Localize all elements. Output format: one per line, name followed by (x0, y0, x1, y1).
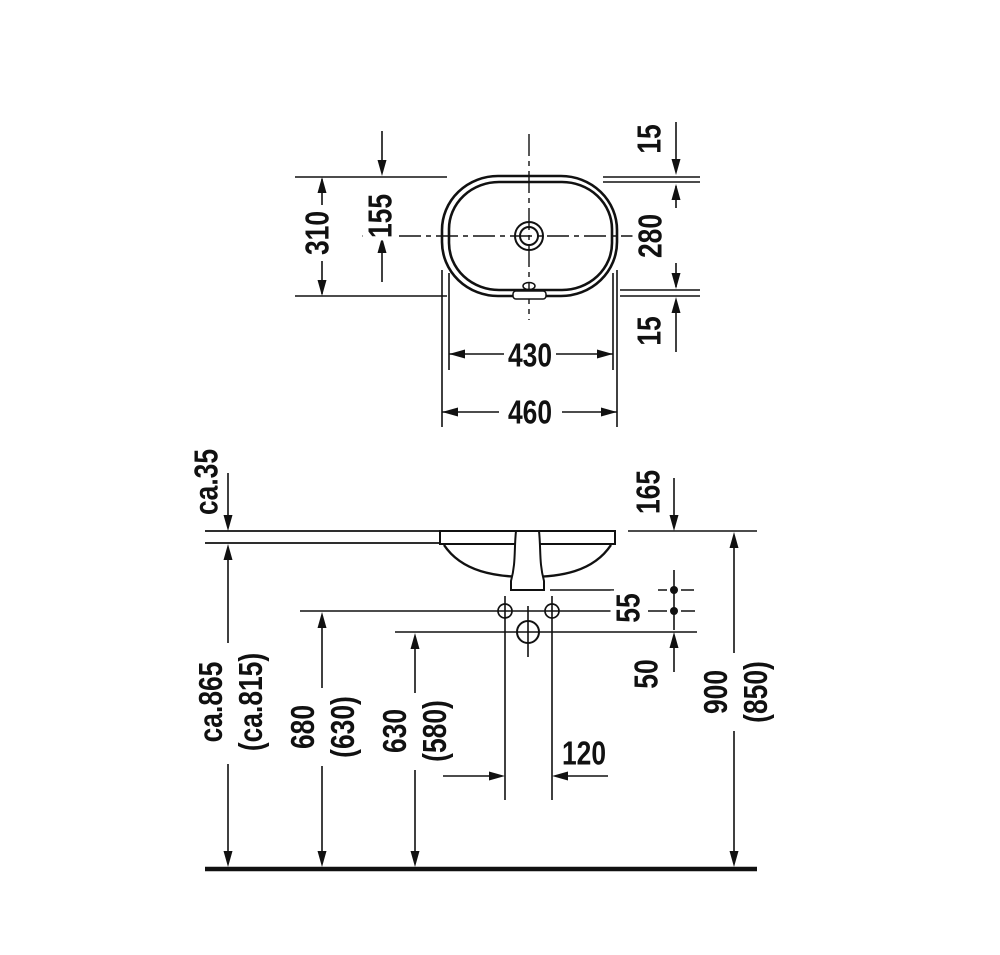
dim-label-280: 280 (632, 211, 669, 261)
dim-label-900-alt: (850) (737, 661, 774, 723)
plan-view-lines (295, 122, 700, 427)
drain-inner-circle (519, 226, 539, 246)
rim-slot (512, 290, 547, 300)
drain-hole-front (516, 620, 540, 644)
dim-label-630-alt: (580) (416, 700, 453, 762)
dim-label-50: 50 (628, 656, 665, 692)
dim-label-55: 55 (610, 590, 647, 626)
dim-label-430: 430 (505, 337, 555, 373)
dim-label-900-main: 900 (696, 669, 734, 715)
dim-label-680: 680 (630) (281, 693, 365, 761)
drain-fitting (510, 530, 545, 591)
dim-label-900: 900 (850) (694, 658, 778, 726)
dim-label-680-main: 680 (283, 704, 321, 750)
countertop-lines (205, 530, 440, 544)
overflow-hole (522, 281, 536, 291)
dim-label-865-main: ca.865 (191, 661, 229, 743)
dim-label-630: 630 (580) (373, 697, 457, 765)
dim-label-865-alt: (ca.815) (232, 652, 269, 752)
dim-label-630-main: 630 (375, 708, 413, 754)
drain-outer-circle (514, 221, 544, 251)
tap-hole-left (497, 603, 513, 619)
dim-label-460: 460 (505, 394, 555, 430)
dim-label-ca35: ca.35 (188, 446, 225, 518)
dim-label-310: 310 (299, 208, 336, 258)
dim-label-165: 165 (630, 467, 667, 517)
dim-label-15-bottom: 15 (631, 313, 668, 349)
dim-label-680-alt: (630) (324, 696, 361, 758)
dim-label-155: 155 (362, 191, 399, 241)
tap-hole-right (544, 603, 560, 619)
dim-label-15-top: 15 (631, 121, 668, 157)
dim-label-120: 120 (559, 735, 609, 771)
front-view-lines (205, 473, 757, 872)
dim-label-865: ca.865 (ca.815) (189, 650, 273, 754)
